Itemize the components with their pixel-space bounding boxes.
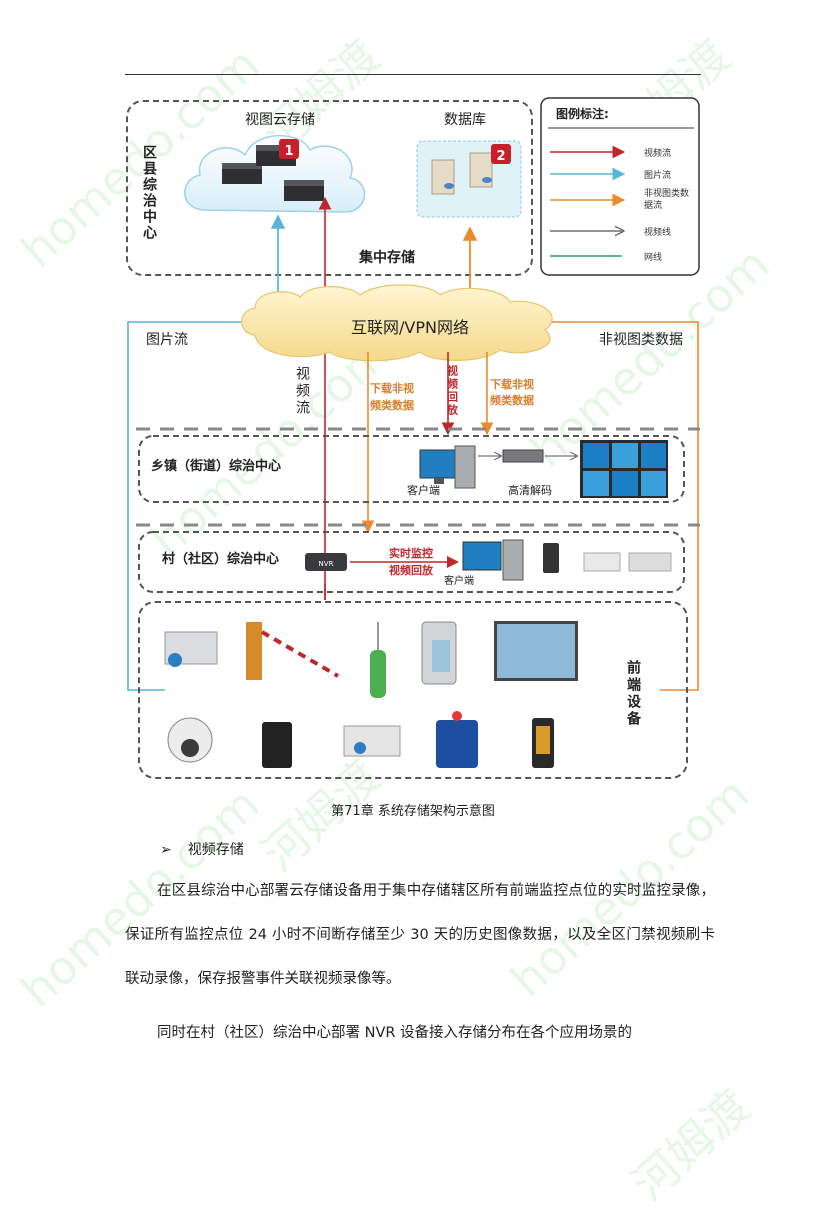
township-client-label: 客户端 — [407, 483, 440, 497]
handheld-terminal-icon — [532, 718, 554, 768]
download-data-label-1a: 下载非视 — [370, 381, 414, 395]
paragraph-2: 同时在村（社区）综治中心部署 NVR 设备接入存储分布在各个应用场景的 — [157, 1025, 633, 1041]
network-label: 互联网/VPN网络 — [351, 318, 469, 337]
legend-title: 图例标注: — [556, 106, 609, 121]
bullet-arrow-icon: ➢ — [160, 842, 172, 858]
barrier-gate-icon — [246, 622, 340, 680]
database-label: 数据库 — [444, 112, 486, 128]
header-rule — [125, 74, 701, 75]
non-video-data-label: 非视图类数据 — [599, 332, 683, 348]
nvr-icon — [305, 553, 347, 571]
legend-label-image: 图片流 — [644, 169, 671, 181]
village-client-icon — [462, 539, 524, 581]
card-reader-icon — [543, 543, 559, 573]
database-server-icon — [416, 140, 522, 218]
nvr-label: NVR — [319, 560, 334, 568]
village-client-label: 客户端 — [444, 574, 474, 587]
section-title: 视频存储 — [187, 842, 244, 858]
legend-label-data-2: 据流 — [644, 199, 662, 211]
video-playback-label-2: 视频回放 — [389, 563, 434, 577]
realtime-monitor-label: 实时监控 — [389, 546, 433, 560]
figure-caption: 第71章 系统存储架构示意图 — [331, 804, 495, 819]
video-wall-icon — [580, 440, 668, 498]
legend-label-data-1: 非视图类数 — [644, 187, 689, 199]
hd-decode-label: 高清解码 — [508, 483, 552, 497]
download-data-label-2a: 下载非视 — [490, 377, 534, 391]
storage-architecture-diagram: 区县综治中心 1 视图云存储 2 数据库 集中存储 图例标注: 视频流 — [126, 97, 700, 779]
turnstile-icon — [421, 621, 457, 685]
download-data-label-2b: 频类数据 — [490, 393, 534, 407]
county-center-box — [126, 100, 533, 276]
village-center-label: 村（社区）综治中心 — [162, 551, 279, 567]
paragraph-1: 在区县综治中心部署云存储设备用于集中存储辖区所有前端监控点位的实时监控录像，保证… — [125, 883, 715, 987]
township-client-icon — [419, 445, 476, 489]
download-data-label-1b: 频类数据 — [370, 398, 414, 412]
access-keypad-icon — [262, 722, 292, 768]
playback-label: 视频回放 — [446, 364, 460, 417]
central-storage-label: 集中存储 — [358, 249, 415, 266]
section-heading: ➢ 视频存储 — [160, 839, 244, 859]
legend-box — [540, 97, 700, 276]
scanner-icon — [583, 552, 621, 572]
printer-icon — [628, 552, 672, 572]
hd-decoder-icon — [502, 449, 544, 463]
frontend-devices-box — [138, 601, 688, 779]
face-camera-icon — [343, 725, 401, 757]
image-flow-left — [127, 321, 278, 691]
alarm-button-icon — [436, 711, 478, 768]
cloud-storage-label: 视图云存储 — [245, 112, 315, 128]
watermark: 河姆渡 — [621, 1078, 761, 1212]
image-flow-label: 图片流 — [146, 332, 188, 348]
ptz-dome-camera-icon — [167, 717, 213, 763]
badge-1: 1 — [284, 144, 293, 159]
box-camera-icon — [164, 631, 218, 667]
village-center-box — [138, 531, 685, 593]
county-center-label: 区县综治中心 — [141, 145, 157, 241]
document-page: homedo.com 河姆渡 homedo.com 河姆渡 homedo.com… — [10, 29, 779, 1211]
badge-2: 2 — [496, 149, 505, 164]
data-flow-right — [470, 321, 699, 691]
internet-vpn-cloud — [241, 284, 553, 362]
legend-label-videocable: 视频线 — [644, 226, 671, 238]
legend-label-network: 网线 — [644, 251, 662, 263]
township-center-label: 乡镇（街道）综治中心 — [151, 458, 281, 474]
frontend-devices-label: 前端设备 — [625, 659, 642, 728]
wireless-ap-icon — [370, 622, 386, 698]
display-screen-icon — [494, 621, 578, 681]
legend-label-video: 视频流 — [644, 147, 671, 159]
cloud-storage-icon — [184, 134, 366, 213]
video-flow-label: 视频流 — [294, 366, 310, 417]
